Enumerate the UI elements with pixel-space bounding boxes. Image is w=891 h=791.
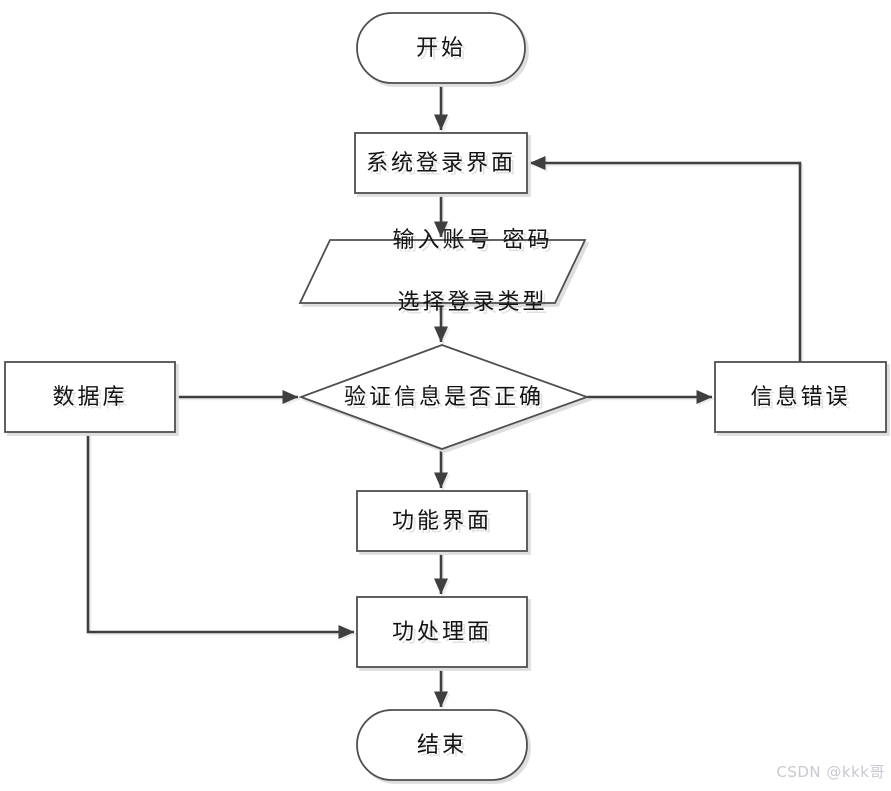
database-process-shape (4, 361, 176, 433)
info-error-process-shape (714, 361, 887, 433)
start-terminator-shape (356, 12, 526, 84)
input-io-shape (298, 239, 587, 304)
process-process-shape (356, 596, 528, 668)
function-process-shape (356, 490, 528, 552)
csdn-watermark: CSDN @kkk哥 (776, 763, 885, 781)
edge-error-to-login (529, 156, 802, 362)
end-terminator-shape (356, 709, 528, 781)
login-process-shape (354, 132, 528, 194)
verify-decision-shape (298, 344, 590, 450)
edge-database-to-process (86, 432, 355, 639)
